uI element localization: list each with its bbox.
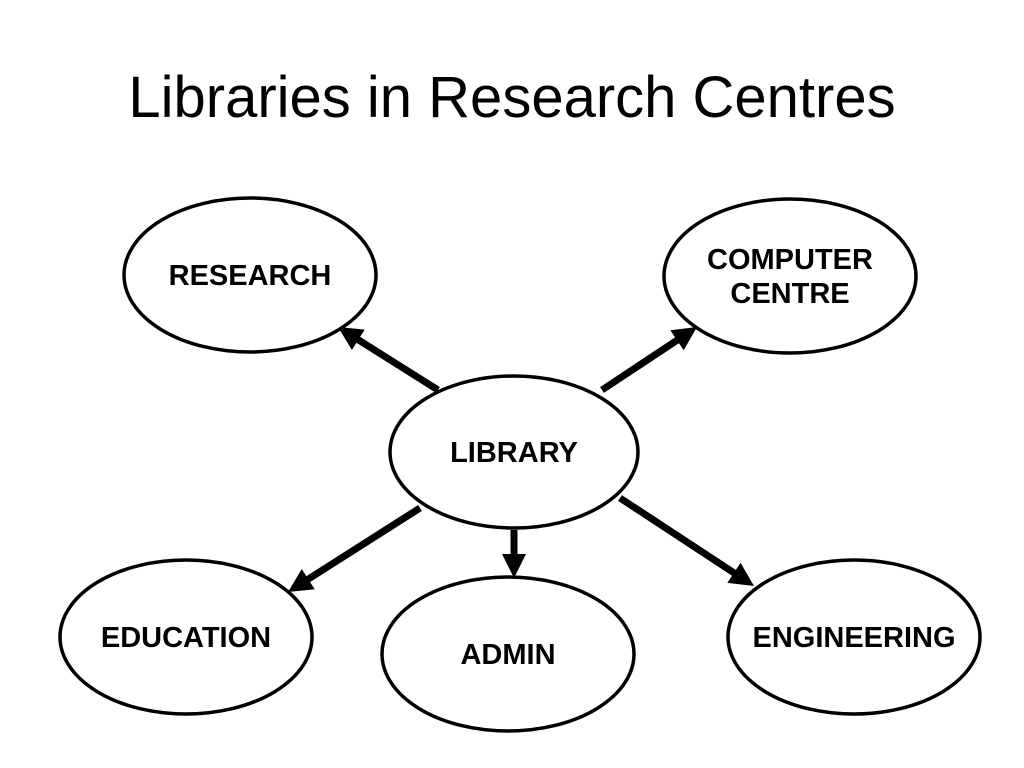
node-label: EDUCATION bbox=[101, 622, 271, 654]
node-label: COMPUTER bbox=[707, 244, 873, 276]
node-label: ADMIN bbox=[460, 639, 555, 671]
node-library: LIBRARY bbox=[388, 374, 640, 530]
arrow-library-to-admin bbox=[502, 530, 526, 578]
node-ellipse bbox=[388, 374, 640, 530]
arrow-library-to-computer-centre bbox=[600, 327, 697, 393]
node-ellipse bbox=[726, 558, 982, 716]
node-ellipse bbox=[122, 196, 378, 354]
arrowhead bbox=[727, 562, 754, 586]
arrow-library-to-engineering bbox=[618, 495, 754, 586]
edges-layer bbox=[288, 327, 754, 592]
arrow-library-to-education bbox=[288, 505, 422, 592]
node-education: EDUCATION bbox=[58, 558, 314, 716]
arrowhead bbox=[288, 568, 315, 592]
node-engineering: ENGINEERING bbox=[726, 558, 982, 716]
node-research: RESEARCH bbox=[122, 196, 378, 354]
arrowhead bbox=[338, 327, 365, 350]
node-admin: ADMIN bbox=[380, 575, 636, 733]
node-ellipse bbox=[662, 197, 918, 355]
node-label: RESEARCH bbox=[169, 260, 332, 292]
arrow-shaft bbox=[618, 495, 738, 577]
arrow-shaft bbox=[600, 336, 681, 393]
arrowhead bbox=[670, 327, 697, 351]
slide-title: Libraries in Research Centres bbox=[128, 65, 896, 130]
node-label: ENGINEERING bbox=[752, 622, 955, 654]
node-label: LIBRARY bbox=[450, 437, 578, 469]
node-ellipse bbox=[58, 558, 314, 716]
node-ellipse bbox=[380, 575, 636, 733]
arrow-library-to-research bbox=[338, 327, 440, 393]
node-label: CENTRE bbox=[730, 278, 849, 310]
arrow-shaft bbox=[304, 505, 422, 584]
arrowhead bbox=[502, 554, 526, 578]
arrow-shaft bbox=[354, 335, 440, 393]
